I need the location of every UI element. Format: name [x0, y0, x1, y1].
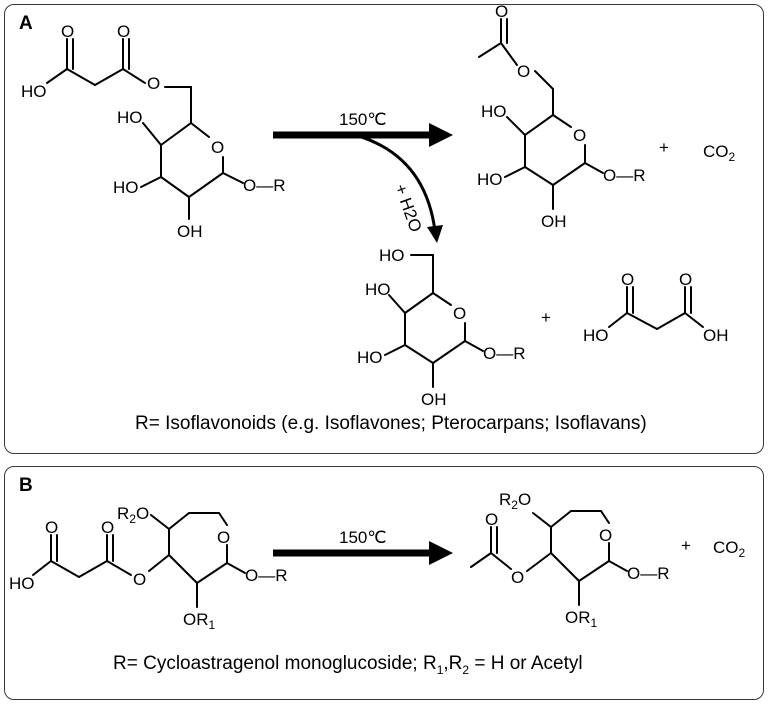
reactant-or-label: O—R: [243, 176, 286, 195]
reactant-oh-label: OH: [177, 222, 203, 241]
xyloside-r2o-label: R2O: [117, 504, 149, 526]
reactant-malonyl-glucoside: HO O O O O HO HO OH O—R: [21, 22, 286, 241]
reactant-ho-label-3: HO: [113, 178, 139, 197]
product-o-label-1: O: [495, 5, 508, 21]
water-label: + H2O: [391, 181, 426, 234]
caption-a: R= Isoflavonoids (e.g. Isoflavones; Pter…: [135, 413, 647, 434]
xyloside-o-label-1: O: [45, 518, 58, 537]
hydrolysis-arrow: + H2O: [354, 133, 443, 243]
panel-b-scheme: HO O O O O R2O OR1 O—R 150℃: [9, 490, 746, 632]
xyloside-o-label-3: O: [133, 570, 146, 589]
product-acetyl-glucoside: O O O HO HO OH O—R: [477, 5, 646, 231]
product-ho-label: HO: [481, 102, 507, 121]
plus-sign-1: +: [659, 138, 669, 157]
product-acetyl-xyloside: O O O R2O OR1 O—R: [470, 490, 670, 630]
product-ho-label-2: HO: [477, 170, 503, 189]
panel-a: A HO O: [4, 4, 764, 454]
panel-a-label: A: [19, 13, 33, 34]
xyloside-or1-label: OR1: [183, 610, 216, 632]
reactant-o-label-3: O: [147, 74, 160, 93]
reactant-malonyl-xyloside: HO O O O O R2O OR1 O—R: [9, 504, 288, 632]
glucoside-or-label: O—R: [483, 344, 526, 363]
xyloside-ho-label: HO: [9, 574, 35, 593]
xyloside-o-label-2: O: [101, 518, 114, 537]
panel-b-label: B: [19, 475, 33, 496]
product-ring-o-label: O: [573, 126, 586, 145]
condition-label-b: 150℃: [339, 528, 386, 547]
co2-label-a: CO2: [703, 142, 736, 164]
reactant-ho-label-2: HO: [117, 108, 143, 127]
glucoside-ho-label-1: HO: [379, 246, 405, 265]
reactant-ho-label: HO: [21, 82, 47, 101]
panel-b: B HO O O O O R2O: [4, 466, 764, 700]
acetylxyl-r2o-label: R2O: [499, 490, 531, 512]
malonic-ho-label: HO: [583, 326, 609, 345]
acetylxyl-o-label-2: O: [511, 568, 524, 587]
reactant-o-label-2: O: [117, 22, 130, 41]
reactant-ring-o-label: O: [211, 138, 224, 157]
panel-a-scheme: HO O O O O HO HO OH O—R 150℃ + H2O: [21, 5, 736, 409]
condition-label-a: 150℃: [339, 110, 386, 129]
co2-label-b: CO2: [713, 538, 746, 560]
product-or-label: O—R: [603, 166, 646, 185]
malonic-o-label-1: O: [621, 270, 634, 289]
glucoside-ho-label-3: HO: [357, 348, 383, 367]
malonic-o-label-2: O: [679, 270, 692, 289]
caption-b: R= Cycloastragenol monoglucoside; R1,R2 …: [113, 653, 583, 677]
reactant-o-label-1: O: [61, 22, 74, 41]
malonic-oh-label: OH: [703, 326, 729, 345]
reaction-arrow-b: 150℃: [273, 528, 453, 565]
glucoside-ring-o-label: O: [453, 304, 466, 323]
acetylxyl-or-label: O—R: [627, 564, 670, 583]
malonic-acid: HO O O OH: [583, 270, 729, 345]
xyloside-or-label: O—R: [245, 566, 288, 585]
xyloside-ring-o-label: O: [217, 528, 230, 547]
plus-sign-2: +: [541, 308, 551, 327]
plus-sign-b: +: [681, 536, 691, 555]
glucoside-oh-label: OH: [421, 390, 447, 409]
acetylxyl-ring-o-label: O: [599, 526, 612, 545]
product-glucoside: HO O HO HO OH O—R: [357, 246, 526, 409]
product-oh-label: OH: [541, 212, 567, 231]
product-o-label-2: O: [517, 62, 530, 81]
reaction-arrow-a: 150℃: [273, 110, 453, 147]
acetylxyl-o-label-1: O: [485, 510, 498, 529]
acetylxyl-or1-label: OR1: [565, 608, 598, 630]
glucoside-ho-label-2: HO: [365, 280, 391, 299]
